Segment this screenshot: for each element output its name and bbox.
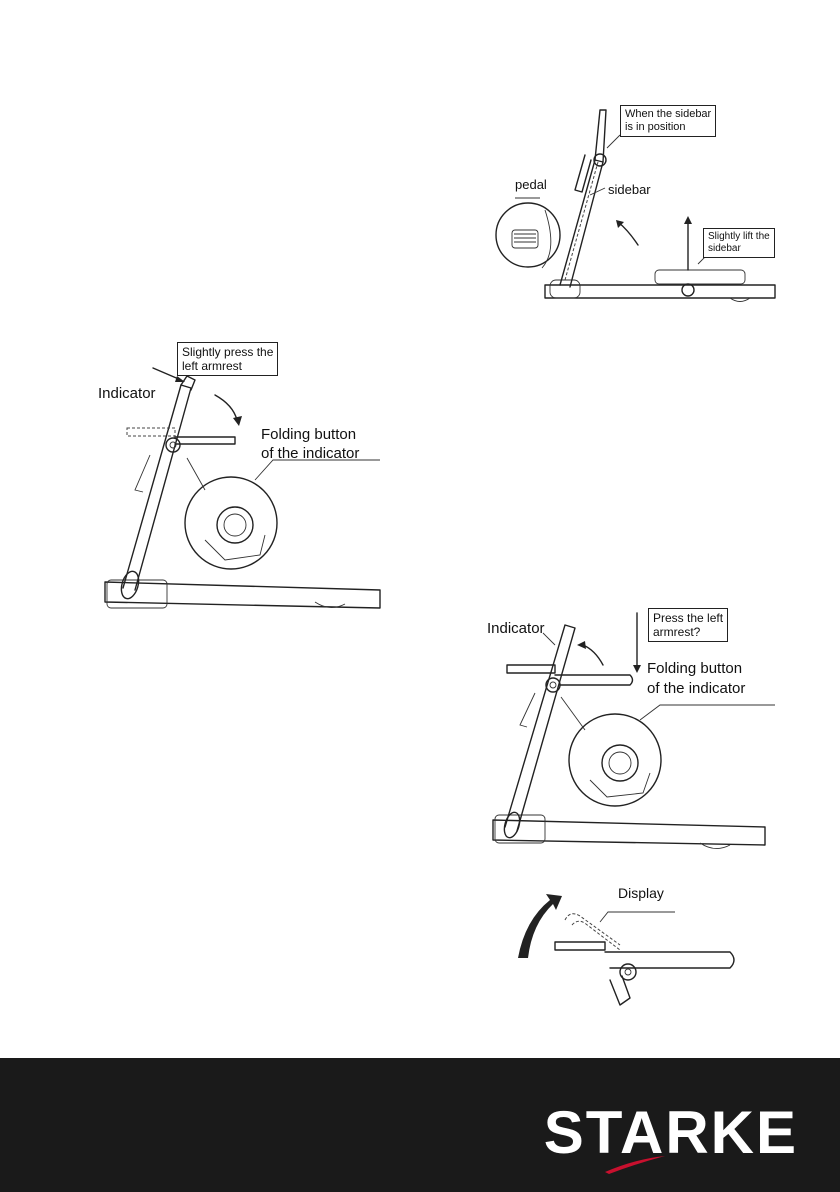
figure-press-armrest: Slightly press the left armrest Indicato… xyxy=(95,340,395,625)
label-indicator: Indicator xyxy=(98,385,156,402)
fold-diagram xyxy=(485,605,785,860)
callout-press-armrest: Slightly press the left armrest xyxy=(177,342,278,376)
callout-press-left-armrest: Press the left armrest? xyxy=(648,608,728,642)
brand-logo: STARKE xyxy=(544,1098,798,1167)
label-folding-button-3: Folding button xyxy=(647,660,742,677)
figure-display: Display xyxy=(510,880,750,1010)
label-pedal: pedal xyxy=(515,177,547,192)
label-indicator-2: Indicator xyxy=(487,620,545,637)
label-folding-button-4: of the indicator xyxy=(647,680,745,697)
armrest-diagram xyxy=(95,340,395,625)
logo-swoosh-icon xyxy=(605,1154,665,1174)
figure-fold-indicator: Indicator Press the left armrest? Foldin… xyxy=(485,605,785,860)
callout-lift-sidebar: Slightly lift the sidebar xyxy=(703,228,775,258)
label-folding-button-2: of the indicator xyxy=(261,445,359,462)
footer-bar: STARKE xyxy=(0,1058,840,1192)
label-folding-button: Folding button xyxy=(261,426,356,443)
label-sidebar: sidebar xyxy=(608,182,651,197)
callout-sidebar-position: When the sidebar is in position xyxy=(620,105,716,137)
figure-sidebar-position: When the sidebar is in position pedal si… xyxy=(490,100,790,315)
label-display: Display xyxy=(618,885,664,901)
